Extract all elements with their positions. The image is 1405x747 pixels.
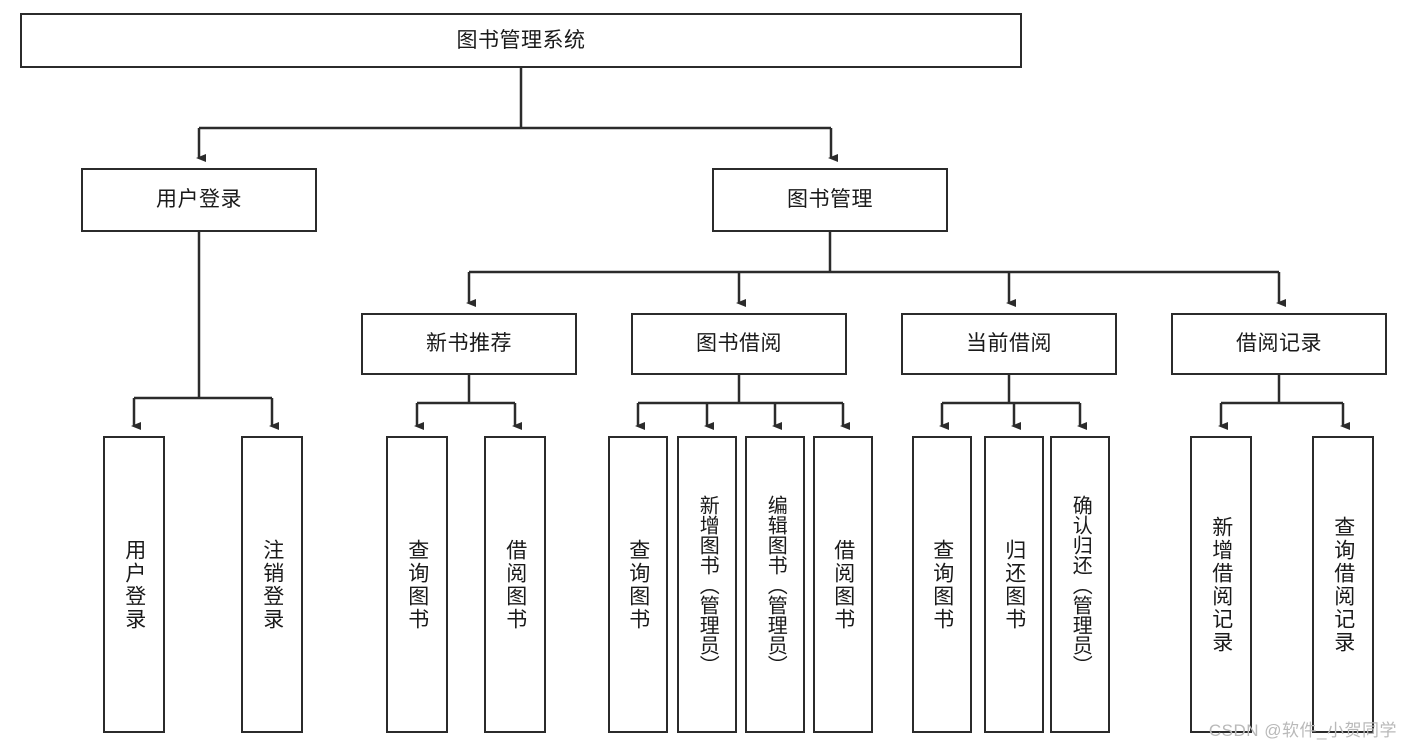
node-leaf-confirm-return[interactable]: 确认归还（管理员） <box>1050 436 1110 733</box>
node-leaf-query-book-2[interactable]: 查询图书 <box>608 436 668 733</box>
node-current-borrow[interactable]: 当前借阅 <box>901 313 1117 375</box>
node-new-book-recommend[interactable]: 新书推荐 <box>361 313 577 375</box>
node-leaf-add-book[interactable]: 新增图书（管理员） <box>677 436 737 733</box>
node-leaf-query-book-1[interactable]: 查询图书 <box>386 436 448 733</box>
node-leaf-edit-book[interactable]: 编辑图书（管理员） <box>745 436 805 733</box>
node-leaf-query-record[interactable]: 查询借阅记录 <box>1312 436 1374 733</box>
node-leaf-return-book[interactable]: 归还图书 <box>984 436 1044 733</box>
node-root[interactable]: 图书管理系统 <box>20 13 1022 68</box>
node-leaf-logout[interactable]: 注销登录 <box>241 436 303 733</box>
csdn-watermark: CSDN @软件_小贺同学 <box>1208 721 1397 740</box>
node-borrow-record[interactable]: 借阅记录 <box>1171 313 1387 375</box>
node-book-borrow[interactable]: 图书借阅 <box>631 313 847 375</box>
node-leaf-user-login[interactable]: 用户登录 <box>103 436 165 733</box>
node-leaf-query-book-3[interactable]: 查询图书 <box>912 436 972 733</box>
node-leaf-add-record[interactable]: 新增借阅记录 <box>1190 436 1252 733</box>
node-leaf-borrow-book-1[interactable]: 借阅图书 <box>484 436 546 733</box>
node-leaf-borrow-book-2[interactable]: 借阅图书 <box>813 436 873 733</box>
node-book-management[interactable]: 图书管理 <box>712 168 948 232</box>
node-user-login[interactable]: 用户登录 <box>81 168 317 232</box>
